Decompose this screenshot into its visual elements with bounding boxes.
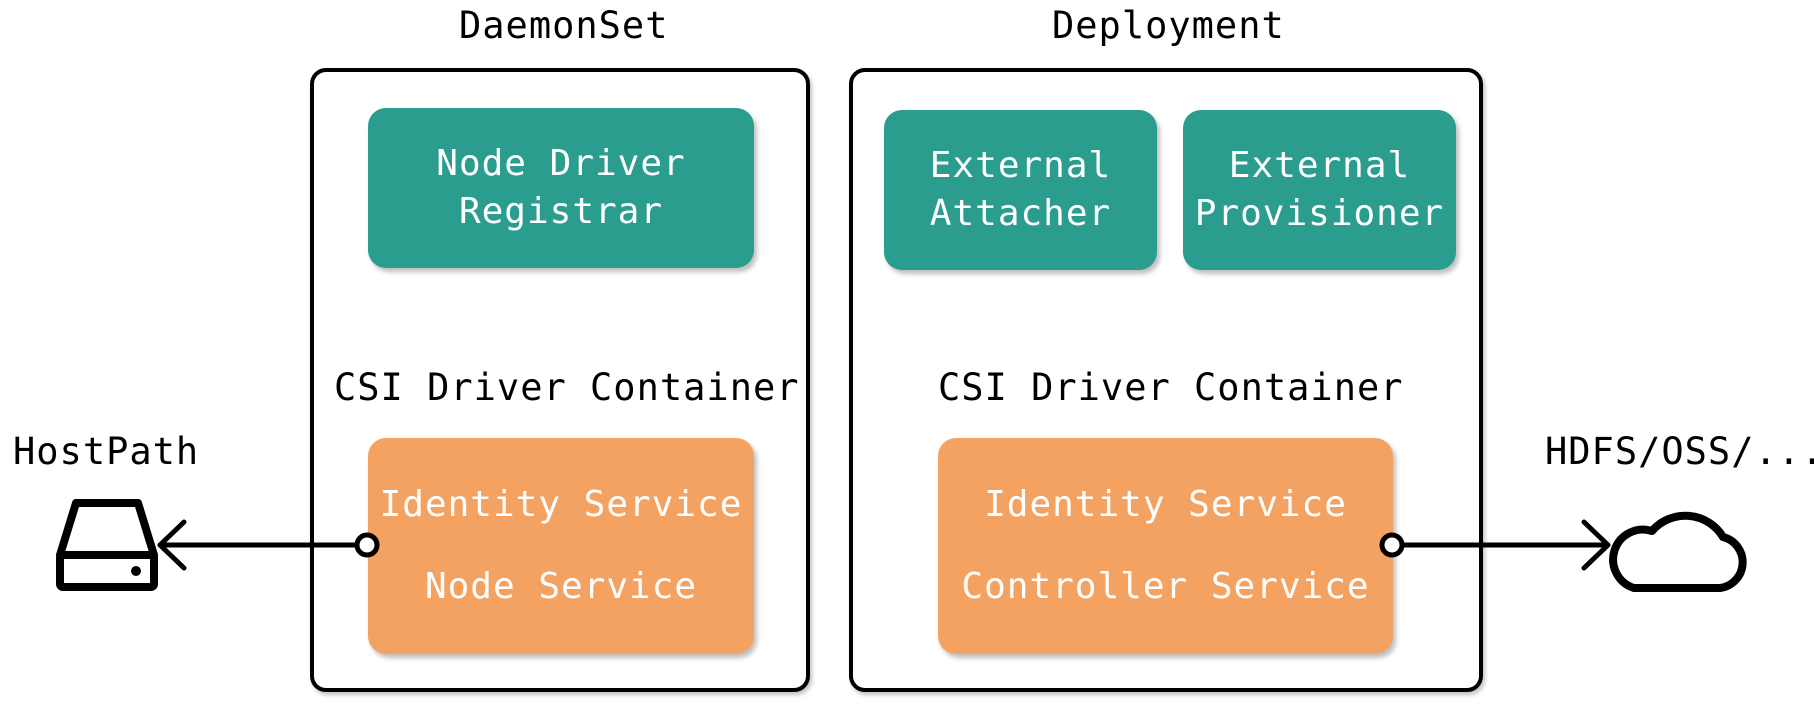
- cloud-icon: [1609, 511, 1747, 592]
- deployment-title: Deployment: [1052, 4, 1285, 47]
- daemonset-title: DaemonSet: [459, 4, 669, 47]
- hostpath-label: HostPath: [13, 430, 200, 473]
- registrar-line1: Node Driver: [436, 143, 686, 184]
- identity-service-label: Identity Service: [984, 484, 1347, 525]
- daemonset-container-label: CSI Driver Container: [334, 366, 800, 409]
- registrar-line2: Registrar: [458, 191, 664, 232]
- node-service-label: Node Service: [424, 566, 698, 607]
- node-service-port: [354, 532, 380, 558]
- hostpath-arrow: [157, 519, 359, 571]
- identity-service-label: Identity Service: [379, 484, 743, 525]
- provisioner-line1: External: [1228, 145, 1411, 186]
- hdfs-oss-label: HDFS/OSS/...: [1545, 430, 1814, 473]
- deployment-services-box: Identity Service Controller Service: [938, 438, 1393, 654]
- controller-service-label: Controller Service: [961, 566, 1370, 607]
- controller-service-port: [1379, 532, 1405, 558]
- attacher-line1: External: [929, 145, 1112, 186]
- remote-storage-arrow: [1400, 519, 1611, 571]
- deployment-container-label: CSI Driver Container: [938, 366, 1404, 409]
- node-driver-registrar-box: Node Driver Registrar: [368, 108, 754, 268]
- hard-drive-icon: [56, 499, 158, 591]
- attacher-line2: Attacher: [929, 193, 1112, 234]
- daemonset-services-box: Identity Service Node Service: [368, 438, 754, 654]
- external-attacher-box: External Attacher: [884, 110, 1157, 270]
- provisioner-line2: Provisioner: [1194, 193, 1445, 234]
- drive-led-icon: [131, 566, 141, 576]
- external-provisioner-box: External Provisioner: [1183, 110, 1456, 270]
